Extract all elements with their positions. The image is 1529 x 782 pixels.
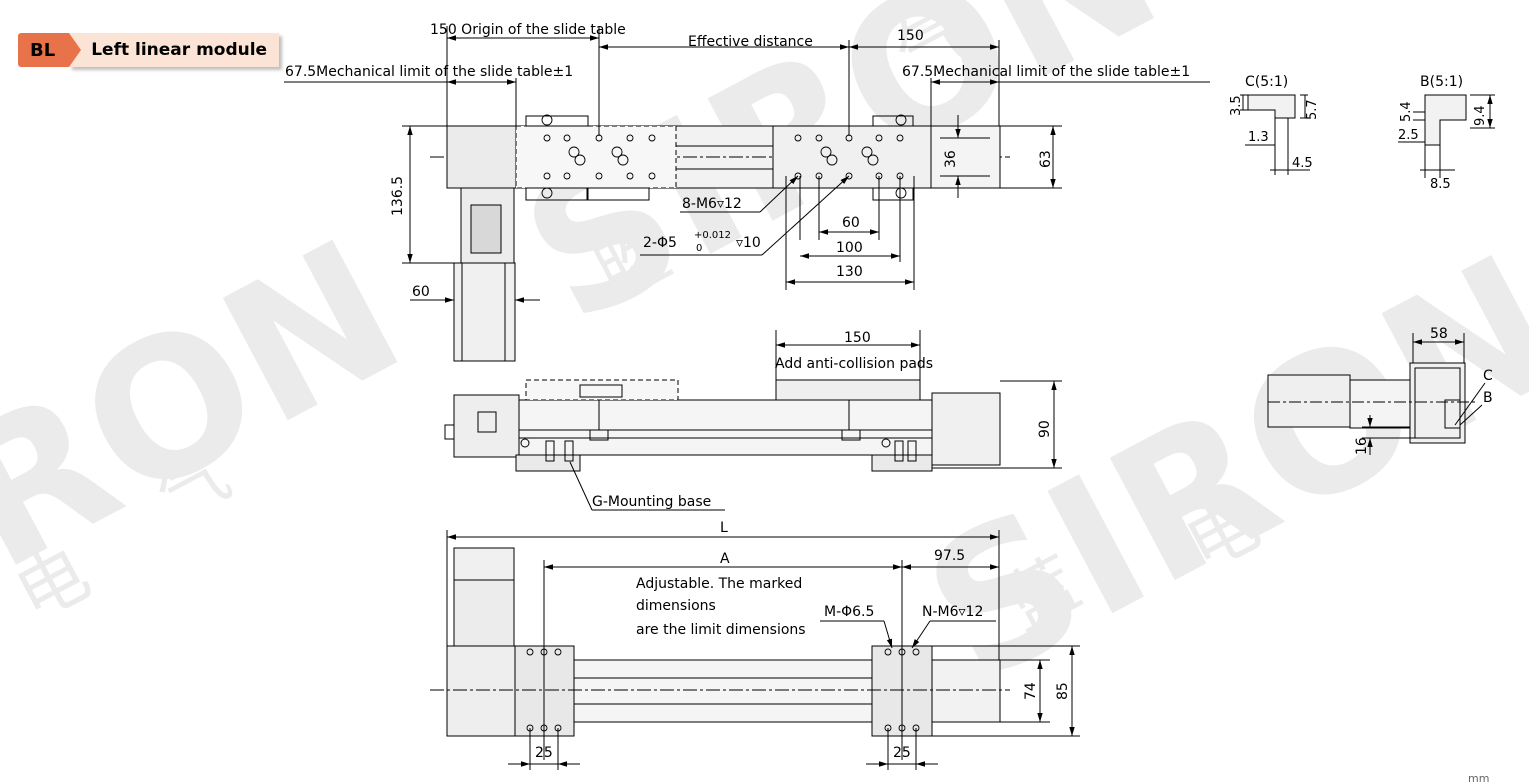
hole-m-label: M-Φ6.5 (824, 604, 874, 620)
anti-collision-label: Add anti-collision pads (775, 356, 933, 372)
dim-136-5: 136.5 (390, 176, 406, 216)
dim-150-top-right: 150 (897, 28, 924, 44)
dim-L: L (720, 520, 728, 536)
dim-90: 90 (1037, 420, 1053, 438)
section-badge: BL Left linear module (18, 33, 280, 67)
mech-limit-left-label: 67.5Mechanical limit of the slide table±… (285, 64, 573, 80)
effective-distance-label: Effective distance (688, 34, 813, 50)
dim-150-pad: 150 (844, 330, 871, 346)
dim-85: 85 (1055, 682, 1071, 700)
detail-b (1398, 94, 1495, 178)
detail-c-d3: 1.3 (1248, 130, 1269, 145)
thread-label: 8-M6▿12 (682, 196, 742, 212)
unit-label: mm (1468, 772, 1489, 782)
dim-97-5: 97.5 (934, 548, 965, 564)
side-dim-58: 58 (1430, 326, 1448, 342)
watermark-brand-right: SIRON (894, 214, 1529, 726)
mounting-base-label: G-Mounting base (592, 494, 711, 510)
detail-c (1240, 94, 1310, 175)
dim-36: 36 (943, 150, 959, 168)
detail-b-d2: 9.4 (1473, 105, 1488, 126)
note-line-1: Adjustable. The marked (636, 576, 802, 592)
dim-100: 100 (836, 240, 863, 256)
watermark-brand-left: SIRON (0, 198, 434, 710)
detail-b-d1: 5.4 (1399, 101, 1414, 122)
hole-n-label: N-M6▿12 (922, 604, 983, 620)
watermark: SIRON SIRON SIRON 胜 蓝 电 气 电 气 (0, 0, 1529, 725)
detail-b-d3: 2.5 (1398, 128, 1419, 143)
detail-c-d1: 3.5 (1229, 95, 1244, 116)
dim-74: 74 (1023, 682, 1039, 700)
dim-63: 63 (1038, 150, 1054, 168)
pin-label: 2-Φ5 (643, 235, 677, 251)
detail-b-d4: 8.5 (1430, 177, 1451, 192)
dim-60-holes: 60 (842, 215, 860, 231)
bottom-view (430, 530, 1080, 770)
dim-A: A (720, 551, 730, 567)
pin-depth: ▿10 (736, 235, 761, 251)
pin-tolerance-upper: +0.012 (694, 230, 731, 241)
side-label-c: C (1483, 368, 1493, 384)
detail-c-d2: 5.7 (1305, 99, 1320, 120)
side-label-b: B (1483, 390, 1493, 406)
detail-c-title: C(5:1) (1245, 74, 1288, 90)
front-view (444, 330, 1062, 511)
dim-25-right: 25 (893, 745, 911, 761)
dim-130: 130 (836, 264, 863, 280)
top-view (284, 26, 1210, 362)
dim-25-left: 25 (535, 745, 553, 761)
pin-tolerance-lower: 0 (696, 243, 702, 254)
section-code: BL (18, 33, 82, 67)
note-line-3: are the limit dimensions (636, 622, 806, 638)
side-dim-16: 16 (1354, 437, 1370, 455)
detail-b-title: B(5:1) (1420, 74, 1463, 90)
mech-limit-right-label: 67.5Mechanical limit of the slide table±… (902, 64, 1190, 80)
origin-label: 150 Origin of the slide table (430, 22, 626, 38)
section-title: Left linear module (69, 33, 280, 67)
note-line-2: dimensions (636, 598, 716, 614)
detail-c-d4: 4.5 (1292, 156, 1313, 171)
dim-60-motor: 60 (412, 284, 430, 300)
side-view (1267, 333, 1486, 455)
